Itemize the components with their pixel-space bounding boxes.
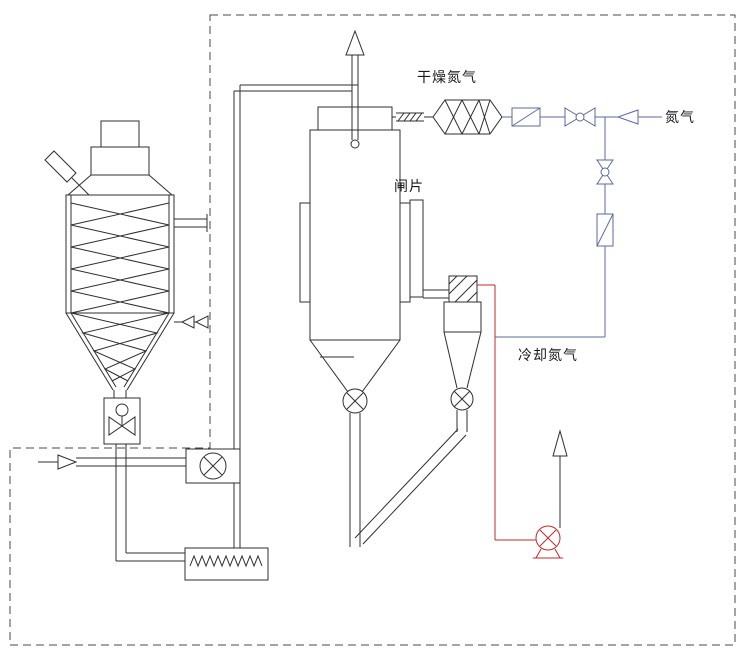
valve-actuator	[115, 403, 129, 417]
conical-screw-dryer	[44, 120, 209, 445]
dashed-boundary	[9, 14, 736, 646]
diagram-labels: 干燥氮气 氮气 闸片 冷却氮气	[394, 69, 695, 363]
cooling-loop	[477, 284, 563, 559]
supply-valve-left-wing	[564, 107, 581, 127]
boundary-outline	[9, 14, 736, 646]
cyclone-body	[443, 301, 482, 333]
feed-and-heater-piping	[38, 84, 358, 581]
drying-tower	[299, 106, 424, 547]
label-nitrogen: 氮气	[665, 109, 695, 125]
cooling-valve-disc	[600, 167, 610, 177]
cooling-valve-top-wing	[596, 159, 614, 173]
feed-arrow	[57, 454, 78, 470]
supply-valve-disc	[575, 112, 585, 122]
dryer-motor	[100, 120, 140, 148]
cyclone	[354, 275, 482, 545]
stack-nozzle	[350, 139, 360, 149]
label-gate-plate: 闸片	[394, 178, 424, 194]
inlet-arrow-2	[194, 315, 209, 329]
tower-cap	[317, 106, 393, 131]
valve-bowtie-left	[108, 416, 123, 436]
inlet-arrow-1	[180, 315, 195, 329]
heat-exchanger	[432, 99, 503, 135]
blower-vent	[552, 429, 568, 528]
nitrogen-supply-lines	[495, 107, 662, 338]
label-cooling-nitrogen: 冷却氮气	[518, 347, 578, 363]
agitator-handle	[44, 150, 77, 183]
tower-rotary-valve	[342, 388, 368, 414]
vent-arrow-up	[345, 29, 365, 56]
blower-vent-arrow	[552, 429, 568, 457]
screw-ribbon-a	[70, 202, 170, 382]
dryer-gas-inlet-line	[392, 99, 503, 135]
gate-plate-damper	[409, 199, 424, 298]
dryer-neck	[90, 146, 150, 176]
tower-body	[309, 129, 401, 341]
tower-left-jacket	[299, 202, 311, 303]
valve-bowtie-right	[121, 416, 136, 436]
discharge-valve-box	[103, 397, 141, 445]
dryer-flange	[66, 174, 174, 196]
label-drying-nitrogen: 干燥氮气	[417, 69, 477, 85]
dryer-body	[65, 194, 175, 314]
screw-ribbon-b	[70, 202, 170, 382]
vent-stack	[345, 29, 365, 149]
heater-element	[189, 554, 263, 568]
nitrogen-inlet-arrow	[616, 109, 639, 125]
rotary-feeder	[199, 452, 227, 480]
tower-right-jacket	[399, 202, 411, 303]
